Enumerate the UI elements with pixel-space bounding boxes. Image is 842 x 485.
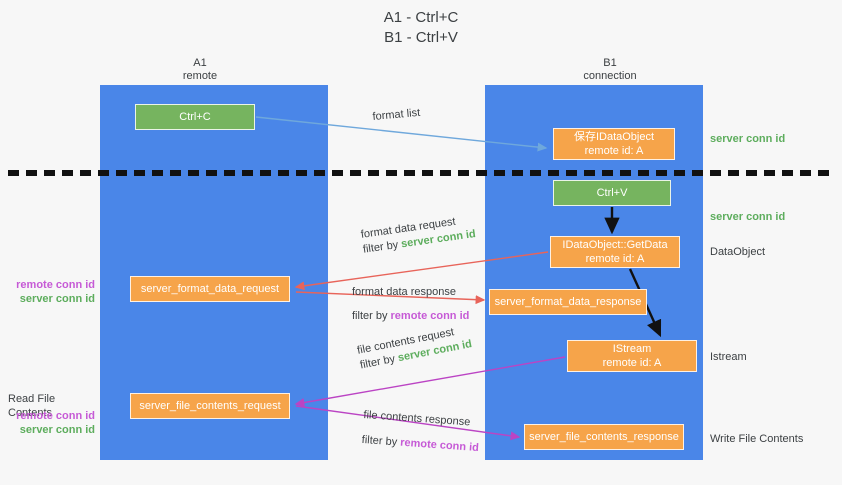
node-getdata-label: IDataObject::GetData — [562, 239, 668, 251]
column-header-a1: A1 remote — [120, 57, 280, 83]
column-a1-name: A1 — [193, 57, 207, 69]
annotation-conn-ids-lower: remote conn id server conn id — [10, 409, 95, 437]
node-server-format-data-request-label: server_format_data_request — [140, 283, 280, 295]
edge-label-file-contents-response: file contents response filter by remote … — [361, 408, 481, 456]
edge-label-format-list-text: format list — [372, 106, 421, 123]
node-ctrl-v[interactable]: Ctrl+V — [553, 180, 671, 206]
column-header-b1: B1 connection — [530, 57, 690, 83]
node-ctrl-c-label: Ctrl+C — [179, 111, 211, 123]
arrow-file-contents-request — [294, 356, 566, 407]
node-getdata-remote-id: remote id: A — [585, 253, 645, 265]
annotation-istream: Istream — [710, 351, 747, 363]
node-server-format-data-request[interactable]: server_format_data_request — [130, 276, 290, 302]
node-server-file-contents-response-label: server_file_contents_response — [529, 431, 679, 443]
arrow-format-data-request — [294, 251, 549, 291]
node-istream-label: IStream — [612, 343, 652, 355]
node-server-file-contents-request-label: server_file_contents_request — [139, 400, 281, 412]
node-istream-remote-id: remote id: A — [602, 357, 662, 369]
column-a1-sub: remote — [182, 70, 218, 82]
edge-label-format-data-response-text: format data response — [352, 286, 456, 298]
annotation-server-conn-id-top: server conn id — [710, 133, 786, 145]
node-server-format-data-response[interactable]: server_format_data_response — [489, 289, 647, 315]
annotation-conn-ids-upper: remote conn id server conn id — [10, 278, 95, 306]
title-line-1: A1 - Ctrl+C — [383, 9, 459, 26]
annotation-server-conn-id: server conn id — [19, 293, 95, 305]
node-server-file-contents-response[interactable]: server_file_contents_response — [524, 424, 684, 450]
arrow-file-contents-response — [295, 405, 521, 441]
annotation-dataobject: DataObject — [710, 246, 766, 258]
node-save-idataobject[interactable]: 保存IDataObject remote id: A — [553, 128, 675, 160]
filter-key-remote-conn-id: remote conn id — [399, 436, 480, 455]
node-ctrl-c[interactable]: Ctrl+C — [135, 104, 255, 130]
annotation-write-file-contents: Write File Contents — [710, 433, 804, 445]
node-server-file-contents-request[interactable]: server_file_contents_request — [130, 393, 290, 419]
filter-prefix: filter by — [361, 433, 401, 449]
filter-prefix: filter by — [352, 310, 391, 322]
annotation-server-conn-id: server conn id — [19, 424, 95, 436]
node-istream[interactable]: IStream remote id: A — [567, 340, 697, 372]
arrow-format-data-response — [295, 291, 486, 305]
edge-label-format-data-response-filter: filter by remote conn id — [352, 309, 469, 324]
node-save-idataobject-remote-id: remote id: A — [584, 145, 644, 157]
column-b1-sub: connection — [583, 70, 637, 82]
filter-key-remote-conn-id: remote conn id — [390, 310, 470, 322]
filter-prefix: filter by — [362, 238, 403, 256]
arrow-format-list — [255, 116, 548, 152]
node-server-format-data-response-label: server_format_data_response — [494, 296, 642, 308]
page-title: A1 - Ctrl+C B1 - Ctrl+V — [0, 8, 842, 48]
node-save-idataobject-label: 保存IDataObject — [573, 131, 655, 143]
column-b1-name: B1 — [603, 57, 617, 69]
annotation-server-conn-id-mid: server conn id — [710, 211, 786, 223]
edge-label-format-data-response: format data response filter by remote co… — [352, 285, 469, 324]
node-ctrl-v-label: Ctrl+V — [596, 187, 628, 199]
title-line-2: B1 - Ctrl+V — [384, 29, 458, 46]
annotation-remote-conn-id: remote conn id — [16, 279, 95, 291]
phase-divider — [8, 170, 834, 176]
annotation-read-file-contents: Read File Contents — [8, 393, 56, 419]
annotation-remote-conn-id: remote conn id — [16, 410, 95, 422]
node-idataobject-getdata[interactable]: IDataObject::GetData remote id: A — [550, 236, 680, 268]
